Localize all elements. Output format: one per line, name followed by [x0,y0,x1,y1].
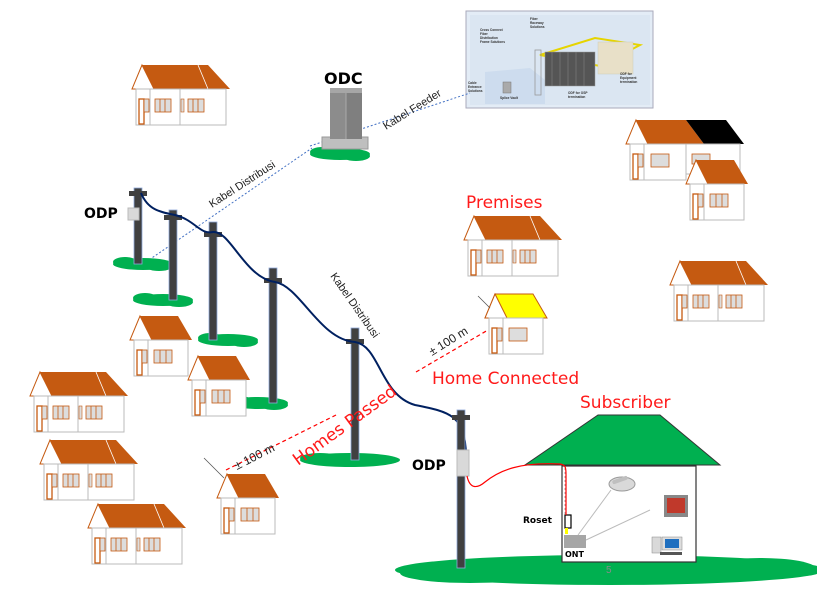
inset-label-cross-connect-4: Frame Solutions [480,40,505,44]
homes-passed-house [216,473,280,535]
subscriber-house [523,414,722,563]
tv-icon [664,495,688,517]
inset-label-cross-connect-2: Fiber [480,32,489,36]
inset-label-odf-equipment: ODF for [620,72,633,76]
central-office-inset: Fiber Raceway Solutions Cross Connect Fi… [465,10,654,109]
roset-outlet [564,514,572,529]
drop-cable [466,463,567,515]
inset-label-odf-equipment-2: Equipment [620,76,637,80]
odp-bottom-label: ODP [412,458,446,474]
house [669,260,769,322]
house [87,503,187,565]
odp-top-label: ODP [84,206,118,222]
inset-label-odf-osp: ODF for OSP [568,91,588,95]
telephone-icon [608,475,636,492]
pole-3 [198,221,258,347]
kabel-distribusi-upper-label: Kabel Distribusi [207,159,278,211]
inset-label-splice-vault: Splice Vault [500,96,519,100]
inset-label-cross-connect-3: Distribution [480,36,498,40]
kabel-feeder-label: Kabel Feeder [381,87,444,132]
pole-4 [228,267,288,410]
odc-label: ODC [324,69,363,88]
premises-label: Premises [466,193,543,213]
ont-label: ONT [565,550,584,559]
computer-icon [651,536,683,555]
slide-number: 5 [606,565,612,576]
pole-2 [133,209,193,307]
drop-line-passed [203,457,225,479]
inset-label-cable-entrance-2: Entrance [468,85,482,89]
pole-1 [113,187,173,271]
inset-label-fiber-raceway: Fiber [530,17,539,21]
odp-box-bottom [456,449,470,477]
inset-label-fiber-raceway-2: Raceway [530,21,544,25]
home-connected-label: Home Connected [432,369,579,389]
inset-label-odf-equipment-3: termination [620,80,637,84]
house [187,355,251,417]
house [685,159,749,221]
house [39,439,139,501]
ont-device [564,535,586,548]
distance-label-bottom: ± 100 m [232,441,277,473]
ground [395,555,817,585]
drop-line-connected [477,295,491,309]
house [29,371,129,433]
pole-5 [300,327,400,467]
inset-label-cable-entrance-3: Solutions [468,89,483,93]
roset-label: Roset [523,516,553,526]
inset-label-fiber-raceway-3: Solutions [530,25,545,29]
odp-box-top [127,207,140,221]
house [129,315,193,377]
inset-label-cable-entrance: Cable [468,81,477,85]
home-connected-house [484,292,548,355]
distribution-cable [140,192,467,456]
house [131,64,231,126]
subscriber-label: Subscriber [580,393,671,413]
inset-label-cross-connect: Cross Connect [480,28,504,32]
odc-cabinet [310,88,370,161]
pole-6 [452,409,470,569]
premises-house [463,215,563,277]
inset-label-odf-osp-2: termination [568,95,585,99]
